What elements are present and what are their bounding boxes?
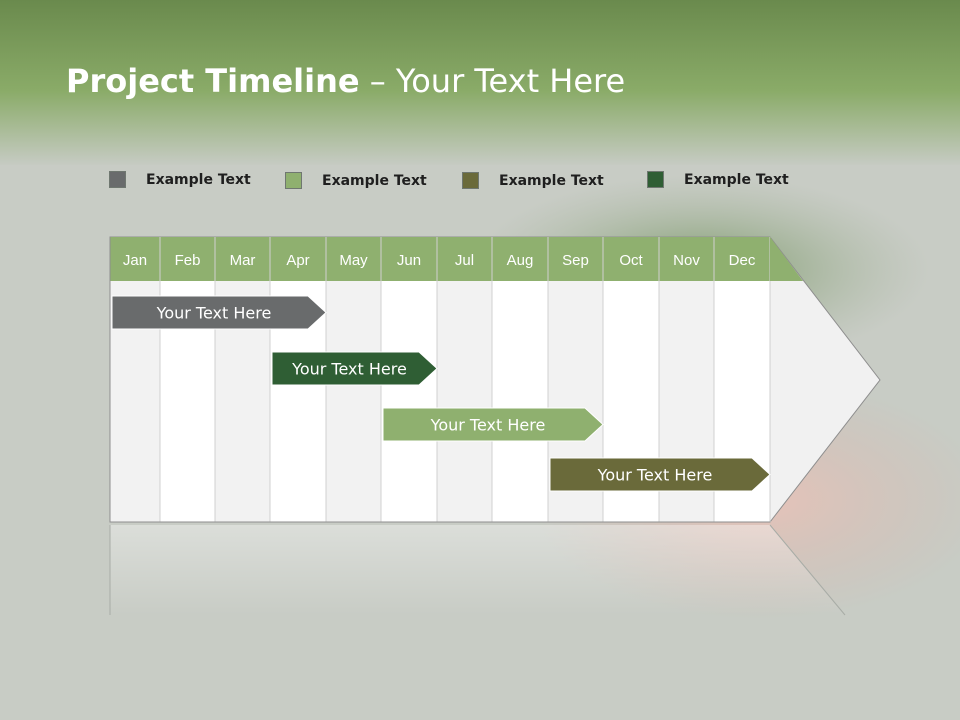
month-column — [492, 281, 548, 522]
month-header-cell — [215, 237, 270, 281]
month-header-cell — [110, 237, 160, 281]
month-label-dec: Dec — [729, 252, 756, 269]
legend-swatch — [462, 172, 479, 189]
month-header-cell — [548, 237, 603, 281]
title-rest: – Your Text Here — [359, 62, 626, 100]
task-arrow-4 — [549, 457, 771, 492]
month-label-feb: Feb — [175, 252, 201, 269]
month-label-sep: Sep — [562, 252, 589, 269]
header-arrow-tip — [770, 237, 803, 281]
title-bold: Project Timeline — [66, 62, 360, 100]
month-label-jun: Jun — [397, 252, 421, 269]
month-label-aug: Aug — [507, 252, 534, 269]
month-column — [437, 281, 492, 522]
month-header-cell — [437, 237, 492, 281]
month-header-cell — [714, 237, 770, 281]
legend-swatch — [109, 171, 126, 188]
month-header-cell — [492, 237, 548, 281]
page-title: Project Timeline – Your Text Here — [66, 58, 625, 104]
legend-label: Example Text — [322, 173, 427, 189]
month-header-cell — [160, 237, 215, 281]
month-label-mar: Mar — [230, 252, 256, 269]
month-header-cell — [603, 237, 659, 281]
month-header-cell — [270, 237, 326, 281]
month-label-nov: Nov — [673, 252, 700, 269]
task-arrow-2 — [271, 351, 438, 386]
task-label-3: Your Text Here — [430, 416, 546, 435]
month-header-cell — [326, 237, 381, 281]
task-arrow-3 — [382, 407, 604, 442]
month-column — [381, 281, 437, 522]
month-label-jul: Jul — [455, 252, 474, 269]
legend-swatch — [647, 171, 664, 188]
month-label-apr: Apr — [286, 252, 309, 269]
month-label-jan: Jan — [123, 252, 147, 269]
legend-swatch — [285, 172, 302, 189]
legend-label: Example Text — [146, 172, 251, 188]
month-label-may: May — [339, 252, 368, 269]
legend-label: Example Text — [499, 173, 604, 189]
month-label-oct: Oct — [619, 252, 643, 269]
reflection — [110, 525, 845, 615]
task-label-4: Your Text Here — [597, 466, 713, 485]
task-arrow-1 — [111, 295, 327, 330]
legend-label: Example Text — [684, 172, 789, 188]
task-label-2: Your Text Here — [291, 360, 407, 379]
task-label-1: Your Text Here — [156, 304, 272, 323]
month-header-cell — [659, 237, 714, 281]
month-header-cell — [381, 237, 437, 281]
month-column — [326, 281, 381, 522]
